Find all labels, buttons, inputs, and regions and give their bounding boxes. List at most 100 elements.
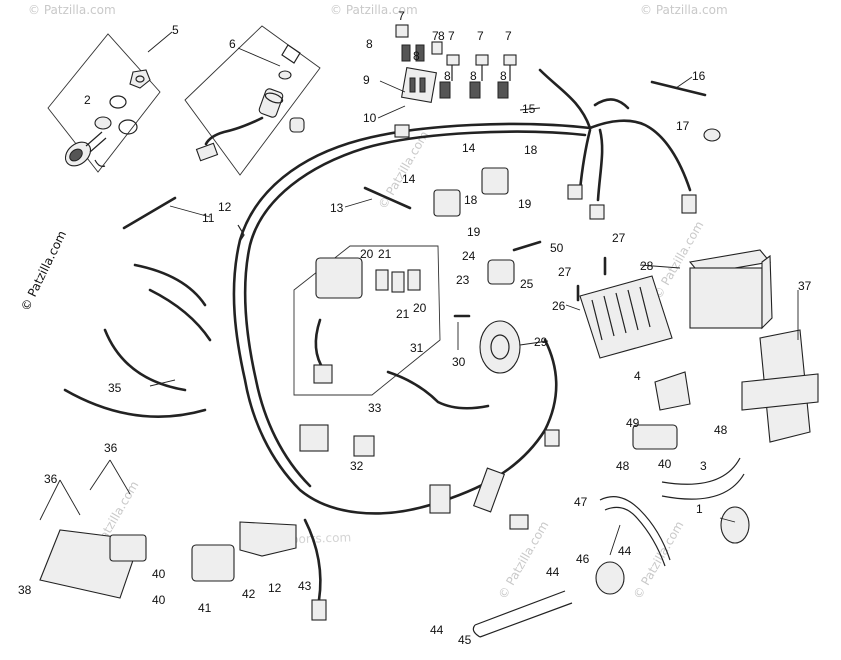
- part-46-valve: [595, 561, 625, 595]
- callout-20: 20: [360, 247, 374, 261]
- callout-44: 44: [430, 623, 444, 637]
- callout-8: 8: [413, 49, 420, 63]
- callout-7: 7: [448, 29, 455, 43]
- part-3-hose: [653, 461, 747, 498]
- part-12-clip: [237, 224, 245, 242]
- callout-26: 26: [552, 299, 566, 313]
- callout-29: 29: [534, 335, 548, 349]
- callout-28: 28: [640, 259, 654, 273]
- part-42-bracket: [239, 521, 297, 557]
- watermark-small: © Patzilla.com: [375, 129, 431, 212]
- callout-40: 40: [152, 567, 166, 581]
- callout-46: 46: [576, 552, 590, 566]
- part-6-ignition-switch: [184, 25, 321, 176]
- callout-11: 11: [202, 211, 215, 225]
- part-28-battery: [688, 249, 773, 330]
- watermark-small: © Patzilla.com: [640, 3, 728, 17]
- callout-27: 27: [558, 265, 572, 279]
- part-17-clip: [703, 128, 721, 142]
- part-25-starter-relay: [487, 259, 515, 285]
- callout-48: 48: [616, 459, 630, 473]
- callout-19: 19: [467, 225, 481, 239]
- callout-24: 24: [462, 249, 476, 263]
- part-15-main-wiring-harness: [232, 68, 697, 530]
- callout-45: 45: [458, 633, 472, 647]
- callout-9: 9: [363, 73, 370, 87]
- watermark-small: © Patzilla.com: [330, 3, 418, 17]
- callout-4: 4: [634, 369, 641, 383]
- callout-48: 48: [714, 423, 728, 437]
- callout-16: 16: [692, 69, 706, 83]
- callout-41: 41: [198, 601, 212, 615]
- callout-19: 19: [518, 197, 532, 211]
- part-31-wire: [386, 370, 490, 410]
- callout-10: 10: [363, 111, 377, 125]
- callout-31: 31: [410, 341, 424, 355]
- watermark-small: © Patzilla.com: [630, 519, 686, 602]
- watermark-top-row: © Patzilla.com © Patzilla.com © Patzilla…: [28, 3, 728, 17]
- callout-8: 8: [438, 29, 445, 43]
- callout-50: 50: [550, 241, 564, 255]
- callout-43: 43: [298, 579, 312, 593]
- callout-42: 42: [242, 587, 256, 601]
- callout-44: 44: [546, 565, 560, 579]
- callout-18: 18: [464, 193, 478, 207]
- callout-13: 13: [330, 201, 344, 215]
- part-1-clamp: [720, 506, 750, 544]
- callout-8: 8: [366, 37, 373, 51]
- callout-21: 21: [396, 307, 410, 321]
- callout-14: 14: [402, 172, 416, 186]
- watermark-side-text: © Patzilla.com: [18, 228, 69, 313]
- watermark-small: © Patzilla.com: [28, 3, 116, 17]
- callout-40: 40: [152, 593, 166, 607]
- callout-12: 12: [218, 200, 232, 214]
- callout-38: 38: [18, 583, 32, 597]
- part-35-wires: [63, 263, 212, 418]
- part-45-hose: [474, 590, 573, 638]
- callout-35: 35: [108, 381, 122, 395]
- callout-7: 7: [432, 29, 439, 43]
- callout-36: 36: [104, 441, 118, 455]
- callout-8: 8: [470, 69, 477, 83]
- part-13-cable-tie: [363, 186, 412, 210]
- callout-25: 25: [520, 277, 534, 291]
- callout-30: 30: [452, 355, 466, 369]
- part-19-relay: [481, 167, 509, 195]
- callout-20: 20: [413, 301, 427, 315]
- callout-49: 49: [626, 416, 640, 430]
- part-19-relay: [433, 189, 461, 217]
- part-29-horn: [479, 320, 521, 374]
- callout-2: 2: [84, 93, 91, 107]
- callout-37: 37: [798, 279, 812, 293]
- callout-labels: 5 2 6 7 7 7 7 7 8 8 8 8 8 8 9 10 11 12 1…: [18, 9, 812, 647]
- callout-33: 33: [368, 401, 382, 415]
- callout-5: 5: [172, 23, 179, 37]
- callout-15: 15: [522, 102, 536, 116]
- callout-7: 7: [398, 9, 405, 23]
- callout-40: 40: [658, 457, 672, 471]
- part-7-8-relays-fuses: [395, 24, 517, 104]
- callout-36: 36: [44, 472, 58, 486]
- callout-6: 6: [229, 37, 236, 51]
- callout-3: 3: [700, 459, 707, 473]
- leader-lines: [39, 31, 799, 556]
- callout-32: 32: [350, 459, 364, 473]
- part-11-wire: [122, 196, 177, 230]
- callout-18: 18: [524, 143, 538, 157]
- callout-23: 23: [456, 273, 470, 287]
- part-relay: [299, 424, 329, 452]
- part-26-regulator: [579, 275, 673, 359]
- part-37-battery-bracket: [741, 329, 819, 443]
- callout-7: 7: [505, 29, 512, 43]
- part-38-cdi-unit: [39, 529, 147, 599]
- part-41-module: [191, 544, 235, 582]
- part-43-sensor-wire: [303, 518, 322, 602]
- part-32-relay: [353, 435, 375, 457]
- callout-17: 17: [676, 119, 690, 133]
- part-4-bracket: [654, 371, 691, 411]
- callout-27: 27: [612, 231, 626, 245]
- callout-12: 12: [268, 581, 282, 595]
- watermark-small: © Patzilla.com: [495, 519, 551, 602]
- part-47-hose: [599, 496, 671, 567]
